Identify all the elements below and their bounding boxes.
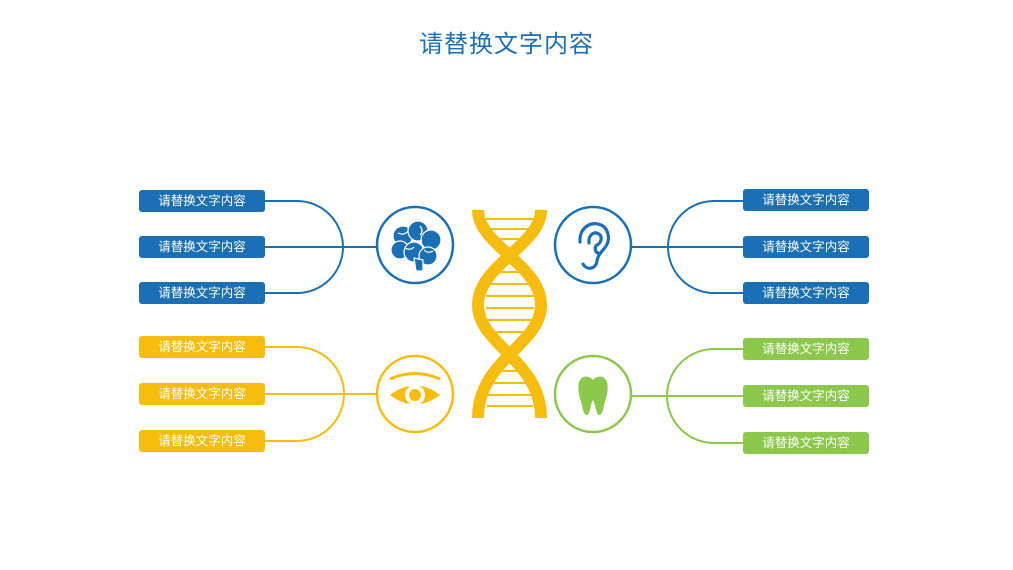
connector-top-left	[263, 200, 378, 294]
eye-icon	[389, 372, 441, 405]
label-bottom-right-3: 请替换文字内容	[743, 432, 869, 454]
connector-bottom-right	[630, 348, 745, 444]
label-bottom-left-1: 请替换文字内容	[139, 336, 265, 358]
label-top-right-1: 请替换文字内容	[743, 189, 869, 211]
dna-icon	[471, 209, 548, 419]
page-title: 请替换文字内容	[419, 30, 594, 58]
label-bottom-left-2: 请替换文字内容	[139, 383, 265, 405]
label-top-left-3: 请替换文字内容	[139, 282, 265, 304]
ear-icon	[578, 222, 610, 270]
connector-bottom-left	[263, 346, 378, 442]
tooth-icon	[578, 376, 608, 415]
connector-top-right	[632, 200, 745, 294]
label-top-right-2: 请替换文字内容	[743, 236, 869, 258]
label-bottom-right-1: 请替换文字内容	[743, 338, 869, 360]
label-bottom-right-2: 请替换文字内容	[743, 385, 869, 407]
label-top-right-3: 请替换文字内容	[743, 282, 869, 304]
label-bottom-left-3: 请替换文字内容	[139, 430, 265, 452]
brain-icon	[390, 220, 442, 272]
label-top-left-2: 请替换文字内容	[139, 236, 265, 258]
ear-icon-circle	[553, 205, 633, 285]
label-top-left-1: 请替换文字内容	[139, 190, 265, 212]
